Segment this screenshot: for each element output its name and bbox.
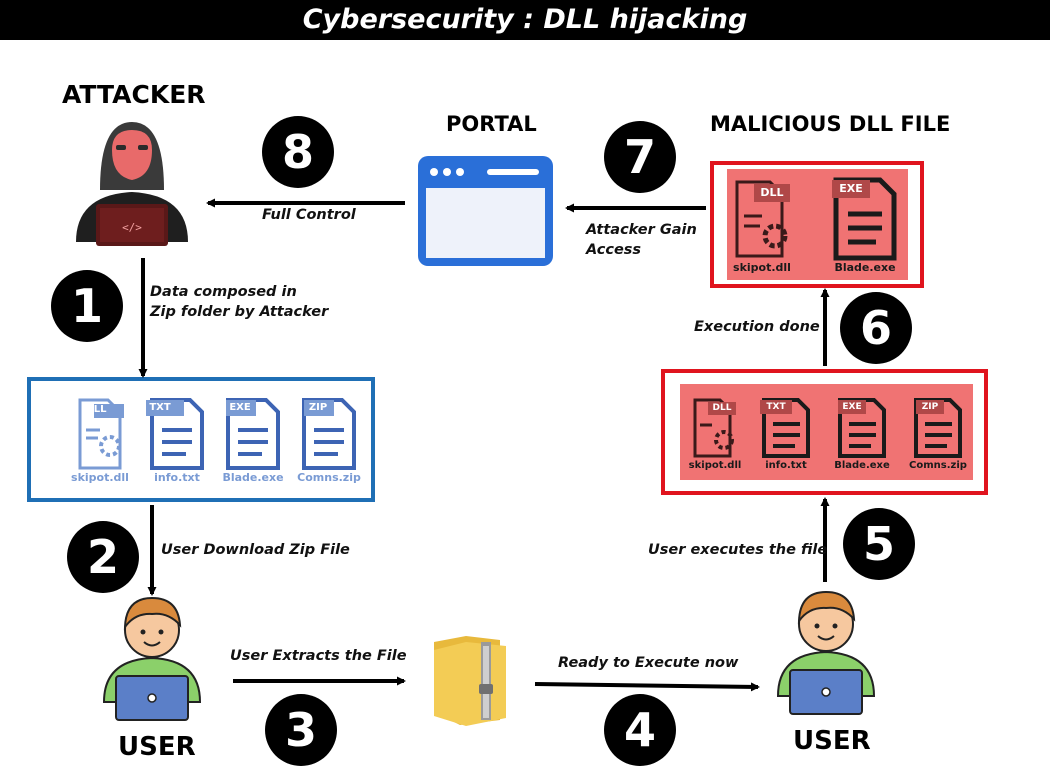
portal-heading: PORTAL (446, 112, 537, 136)
zip-file-name: skipot.dll (71, 471, 129, 484)
user-right-icon (776, 590, 876, 715)
zip-file-badge: EXE (229, 402, 251, 413)
user-right-heading: USER (793, 726, 871, 756)
step-badge-1: 1 (51, 270, 123, 342)
label-ready: Ready to Execute now (558, 655, 739, 671)
infected-files-box (661, 369, 988, 495)
label-download: User Download Zip File (161, 542, 350, 558)
browser-window-icon (418, 156, 553, 266)
zip-dll-file-icon (78, 398, 124, 470)
step-badge-2: 2 (67, 521, 139, 593)
malicious-file-name: skipot.dll (733, 261, 791, 274)
diagram-title: Cybersecurity : DLL hijacking (302, 4, 748, 35)
infected-zip-file-icon (914, 398, 962, 458)
malicious-file-name: Blade.exe (834, 261, 896, 274)
infected-file-name: Blade.exe (834, 460, 890, 471)
step-badge-5: 5 (843, 508, 915, 580)
malicious-file-badge: EXE (839, 182, 863, 195)
infected-file-badge: EXE (842, 402, 862, 412)
infected-file-name: info.txt (765, 460, 807, 471)
zip-zip-file-icon (302, 398, 356, 470)
zip-contents-box (27, 377, 375, 502)
user-left-icon (102, 596, 202, 721)
hacker-icon: </> (76, 122, 188, 246)
infected-file-name: skipot.dll (688, 460, 742, 471)
label-full-control: Full Control (262, 207, 356, 223)
zip-file-name: Comns.zip (297, 471, 361, 484)
step-badge-8: 8 (262, 116, 334, 188)
step-badge-3: 3 (265, 694, 337, 766)
zip-folder-icon (434, 636, 506, 726)
infected-file-badge: DLL (712, 403, 732, 413)
zip-txt-file-icon (146, 398, 204, 470)
zip-exe-file-icon (226, 398, 280, 470)
zip-file-name: info.txt (154, 471, 200, 484)
attacker-heading: ATTACKER (62, 80, 206, 109)
zip-file-badge: DLL (85, 404, 107, 415)
label-execution-done: Execution done (694, 319, 820, 335)
malicious-heading: MALICIOUS DLL FILE (710, 112, 951, 136)
malicious-dll-file-icon (735, 180, 790, 258)
zip-file-badge: ZIP (308, 402, 328, 413)
infected-file-name: Comns.zip (909, 460, 967, 471)
step-badge-4: 4 (604, 694, 676, 766)
step-badge-7: 7 (604, 121, 676, 193)
label-gain-access-2: Access (586, 242, 642, 258)
zip-file-name: Blade.exe (222, 471, 284, 484)
infected-exe-file-icon (838, 398, 886, 458)
infected-dll-file-icon (693, 398, 736, 458)
label-composed-1: Data composed in (150, 284, 297, 300)
infected-txt-file-icon (760, 398, 810, 458)
label-extract: User Extracts the File (230, 648, 407, 664)
infected-file-badge: ZIP (921, 402, 939, 412)
zip-file-badge: TXT (149, 402, 171, 413)
step-badge-6: 6 (840, 292, 912, 364)
label-composed-2: Zip folder by Attacker (150, 304, 329, 320)
label-gain-access-1: Attacker Gain (586, 222, 697, 238)
arrow-ready (534, 682, 760, 692)
label-executes: User executes the file (648, 542, 828, 558)
malicious-files-box (710, 161, 924, 288)
malicious-file-badge: DLL (760, 186, 784, 199)
infected-file-badge: TXT (766, 402, 786, 412)
title-bar (0, 0, 1050, 40)
user-left-heading: USER (118, 732, 196, 762)
malicious-exe-file-icon (832, 177, 897, 261)
svg-text:</>: </> (122, 221, 142, 234)
